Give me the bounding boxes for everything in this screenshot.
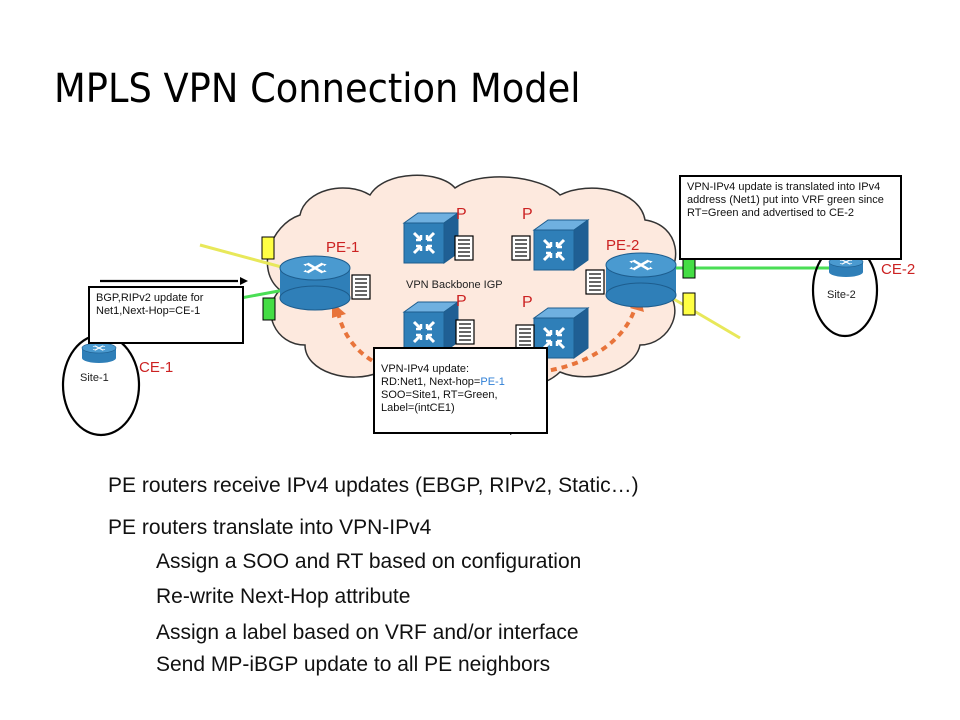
callout-left-text: BGP,RIPv2 update for Net1,Next-Hop=CE-1 — [96, 292, 204, 317]
routing-table-icon — [454, 235, 474, 261]
label-p-top-left: P — [456, 206, 467, 223]
vrf-block-right-yellow — [682, 292, 696, 316]
label-p-bottom-right: P — [522, 294, 533, 311]
routing-table-icon — [511, 235, 531, 261]
label-p-bottom-left: P — [456, 293, 467, 310]
routing-table-icon — [515, 324, 535, 350]
p-switch-bottom-left-icon — [402, 301, 460, 353]
p-switch-top-left-icon — [402, 212, 460, 264]
sub-bullet-item: Assign a SOO and RT based on configurati… — [156, 550, 582, 573]
callout-left: BGP,RIPv2 update for Net1,Next-Hop=CE-1 — [88, 286, 244, 344]
pe1-router-icon — [279, 255, 351, 311]
routing-table-icon — [585, 269, 605, 295]
label-ce2: CE-2 — [881, 261, 915, 278]
p-switch-top-right-icon — [532, 219, 590, 271]
page-title: MPLS VPN Connection Model — [54, 66, 581, 112]
ce1-router-icon — [81, 342, 117, 363]
callout-center-line2: RD:Net1, Next-hop=PE-1 — [381, 376, 540, 389]
label-site2: Site-2 — [827, 289, 856, 301]
label-site1: Site-1 — [80, 372, 109, 384]
bullet-item: PE routers receive IPv4 updates (EBGP, R… — [108, 474, 639, 497]
callout-center-line2-prefix: RD:Net1, Next-hop= — [381, 376, 481, 388]
callout-left-arrow-head — [240, 277, 248, 285]
p-switch-bottom-right-icon — [532, 307, 590, 359]
routing-table-icon — [351, 274, 371, 300]
callout-center-line1: VPN-IPv4 update: — [381, 363, 470, 375]
label-pe2: PE-2 — [606, 237, 639, 254]
pe2-router-icon — [605, 252, 677, 308]
label-pe1: PE-1 — [326, 239, 359, 256]
sub-bullet-item: Re-write Next-Hop attribute — [156, 585, 411, 608]
sub-bullet-item: Assign a label based on VRF and/or inter… — [156, 621, 579, 644]
bullet-item: PE routers translate into VPN-IPv4 — [108, 516, 432, 539]
label-ce1: CE-1 — [139, 359, 173, 376]
callout-center-line4: Label=(intCE1) — [381, 402, 455, 414]
callout-center-line2-highlight: PE-1 — [480, 376, 505, 388]
label-backbone: VPN Backbone IGP — [406, 279, 503, 291]
vrf-block-left-yellow — [261, 236, 275, 260]
routing-table-icon — [455, 319, 475, 345]
callout-center: VPN-IPv4 update: RD:Net1, Next-hop=PE-1 … — [373, 347, 548, 434]
callout-right-text: VPN-IPv4 update is translated into IPv4 … — [687, 181, 884, 219]
callout-center-line3: SOO=Site1, RT=Green, — [381, 389, 498, 401]
vrf-block-left-green — [262, 297, 276, 321]
sub-bullet-item: Send MP-iBGP update to all PE neighbors — [156, 653, 551, 676]
label-p-top-right: P — [522, 206, 533, 223]
callout-right: VPN-IPv4 update is translated into IPv4 … — [679, 175, 902, 260]
update-arrow-right — [539, 307, 637, 374]
ce2-router-icon — [828, 256, 864, 277]
